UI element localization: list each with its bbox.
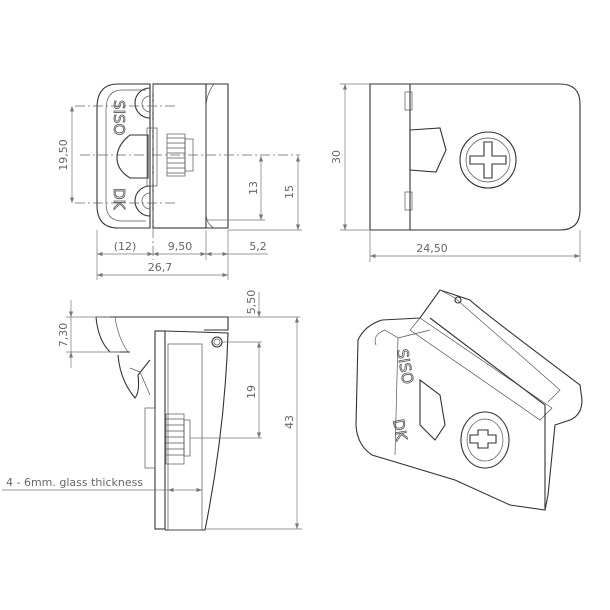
side-view [369,83,581,231]
isometric-view: SISO DK [355,289,583,511]
dim-height-13: 13 [247,181,260,195]
dim-overall-width: 26,7 [148,261,173,274]
glass-thickness-note: 4 - 6mm. glass thickness [6,476,143,489]
dim-top-lip: 7,30 [57,323,70,348]
side-view-dimensions: 30 24,50 [330,83,581,262]
logo-text-dk: DK [110,188,128,211]
logo-text-siso: SISO [110,100,128,135]
front-view: SISO DK [75,83,300,260]
dim-height-15: 15 [283,185,296,199]
dim-width-cap: (12) [114,240,137,253]
iso-logo-dk: DK [389,418,411,443]
dim-overall-height: 43 [283,415,296,429]
dim-width-right: 5,2 [249,240,267,253]
dim-side-height: 30 [330,150,343,164]
dim-side-width: 24,50 [416,242,448,255]
section-view-dimensions: 7,30 5,50 19 43 4 - 6mm. glass thickness [2,290,302,530]
dim-screw-offset: 19 [245,385,258,399]
section-view [95,316,229,531]
dim-width-mid: 9,50 [168,240,193,253]
dim-hole-spacing: 19,50 [57,139,70,171]
dim-top-offset: 5,50 [245,290,258,315]
front-view-dimensions: 19,50 13 15 (12) 9,50 5,2 26,7 [57,106,302,280]
